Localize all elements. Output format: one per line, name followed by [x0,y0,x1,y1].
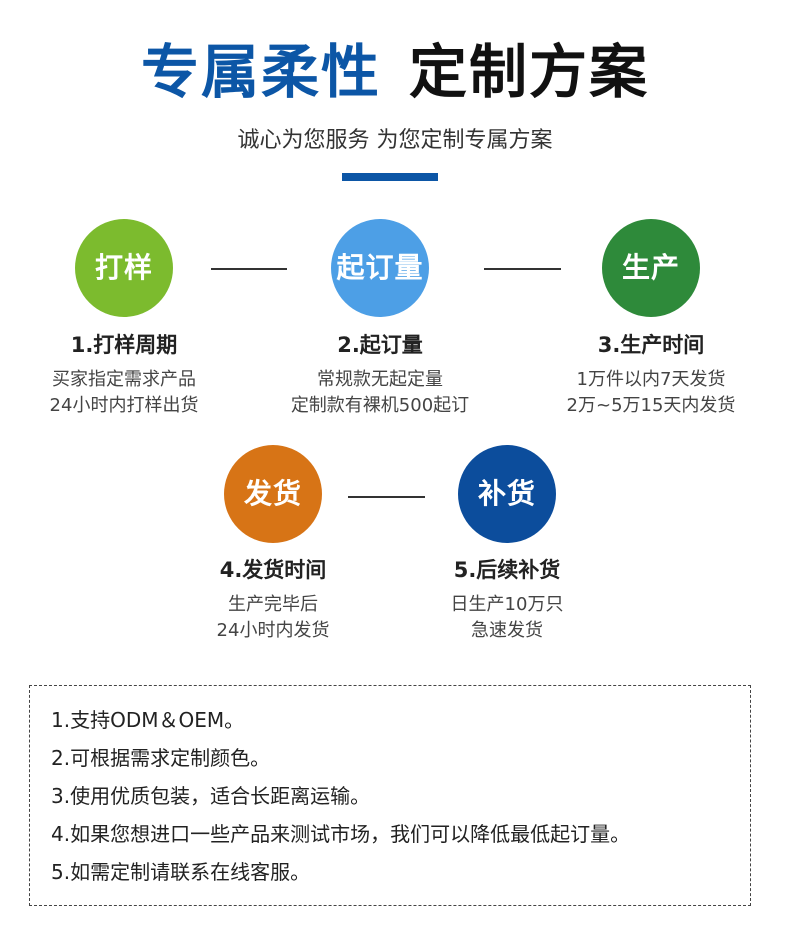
step-circle-production: 生产 [602,219,700,317]
step-title: 5.后续补货 [453,558,561,582]
connector-line [348,496,425,498]
page-subtitle: 诚心为您服务 为您定制专属方案 [237,128,553,153]
step-line: 1万件以内7天发货 [576,369,726,390]
step-line: 日生产10万只 [450,594,564,615]
step-line: 生产完毕后 [228,594,318,615]
note-item: 2.可根据需求定制颜色。 [51,746,271,770]
step-caption-restock: 5.后续补货 日生产10万只 急速发货 [387,555,627,644]
step-circle-restock: 补货 [458,445,556,543]
note-item: 3.使用优质包装，适合长距离运输。 [51,784,371,808]
step-line: 2万~5万15天内发货 [566,395,736,416]
step-circle-shipping: 发货 [224,445,322,543]
note-item: 5.如需定制请联系在线客服。 [51,860,311,884]
connector-line [484,268,561,270]
step-circle-moq: 起订量 [331,219,429,317]
step-circle-sampling: 打样 [75,219,173,317]
step-caption-moq: 2.起订量 常规款无起定量 定制款有裸机500起订 [260,330,500,419]
note-item: 4.如果您想进口一些产品来测试市场，我们可以降低最低起订量。 [51,822,631,846]
step-line: 24小时内发货 [216,620,330,641]
connector-line [211,268,287,270]
step-title: 4.发货时间 [219,558,327,582]
note-item: 1.支持ODM＆OEM。 [51,708,245,732]
step-title: 2.起订量 [337,333,423,357]
step-line: 急速发货 [471,620,543,641]
step-caption-production: 3.生产时间 1万件以内7天发货 2万~5万15天内发货 [531,330,771,419]
step-line: 24小时内打样出货 [49,395,199,416]
step-caption-shipping: 4.发货时间 生产完毕后 24小时内发货 [153,555,393,644]
step-line: 常规款无起定量 [317,369,443,390]
title-highlight: 专属柔性 [140,38,381,106]
step-title: 3.生产时间 [597,333,705,357]
title-underline-bar [342,173,438,181]
step-line: 买家指定需求产品 [52,369,196,390]
step-line: 定制款有裸机500起订 [290,395,470,416]
step-title: 1.打样周期 [70,333,178,357]
page-title: 专属柔性定制方案 [0,36,790,108]
title-main: 定制方案 [409,38,650,106]
notes-box: 1.支持ODM＆OEM。 2.可根据需求定制颜色。 3.使用优质包装，适合长距离… [29,685,751,906]
step-caption-sampling: 1.打样周期 买家指定需求产品 24小时内打样出货 [4,330,244,419]
